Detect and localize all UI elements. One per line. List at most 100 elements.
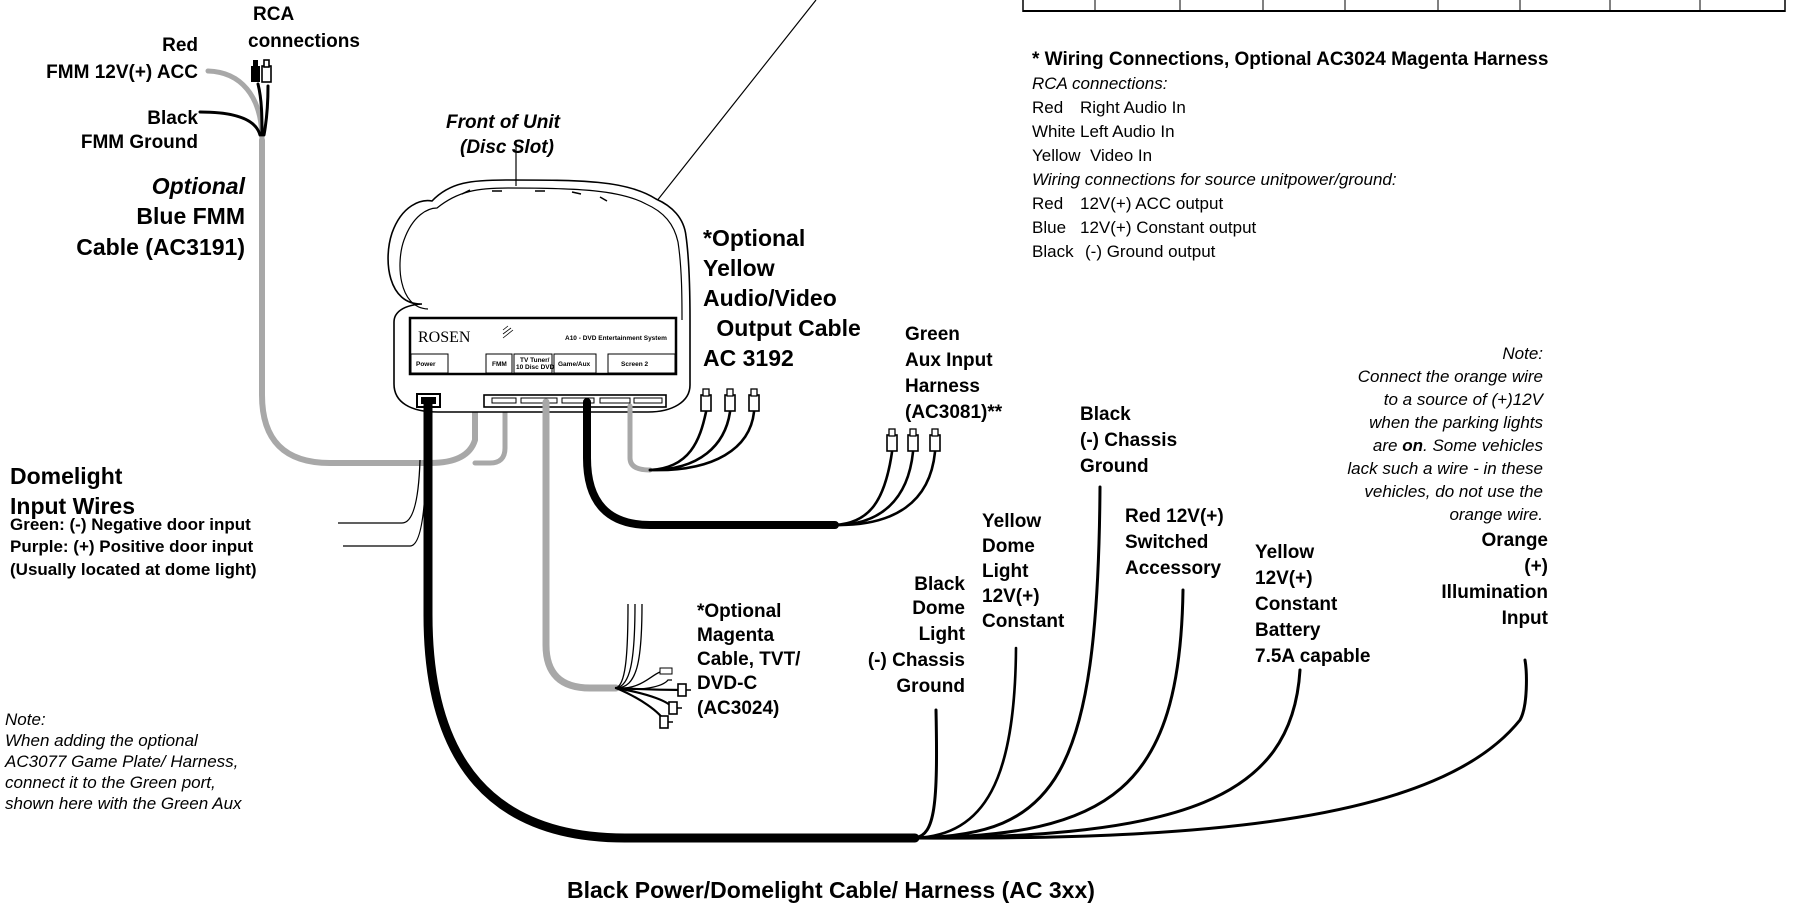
magenta-label-5: (AC3024) [697,698,779,719]
yellow-const-label-2: 12V(+) [1255,568,1313,589]
orange-label-4: Input [1502,608,1549,629]
orange-label-3: Illumination [1441,582,1548,603]
front-of-unit-label: Front of Unit [446,112,561,133]
port-screen-label: Screen 2 [621,361,648,368]
port-tv-label-2: 10 Disc DVD [516,364,555,371]
wiring-rca-desc: Video In [1090,146,1152,165]
yellow-const-label-5: 7.5A capable [1255,646,1370,667]
domelight-pointer-1 [338,459,421,524]
rca-plug-icon [251,59,272,83]
wiring-power-desc: 12V(+) ACC output [1080,194,1223,213]
wiring-rca-heading: RCA connections: [1032,74,1168,93]
wiring-power-color: Black [1032,242,1074,261]
port-screen [607,353,676,374]
black-dome-label-1: Black [914,574,965,595]
yellow-dome-label-5: Constant [982,611,1065,632]
rca-top-label-2: connections [248,31,360,52]
yellow-dome-label-3: Light [982,561,1029,582]
yellow-dome-label-4: 12V(+) [982,586,1040,607]
rca-top-label-1: RCA [253,4,294,25]
black-chassis-label-1: Black [1080,404,1131,425]
yellow-const-label-3: Constant [1255,594,1338,615]
disc-slot-label: (Disc Slot) [460,137,554,158]
right-note-pre: are [1373,436,1402,455]
green-aux-label-2: Aux Input [905,350,993,371]
head-unit [387,140,691,413]
domelight-pointer-2 [343,469,427,547]
wiring-box-title: * Wiring Connections, Optional AC3024 Ma… [1032,49,1548,70]
black-dome-label-4: (-) Chassis [868,650,965,671]
left-note-line: connect it to the Green port, [5,773,216,792]
wiring-power-desc: 12V(+) Constant output [1080,218,1257,237]
yellow-const-label-4: Battery [1255,620,1321,641]
green-aux-label-1: Green [905,324,960,345]
green-aux-label-3: Harness [905,376,980,397]
magenta-cable [542,398,691,729]
yellow-dome-label-1: Yellow [982,511,1041,532]
green-negative-label: Green: (-) Negative door input [10,515,251,534]
wiring-power-desc: (-) Ground output [1085,242,1216,261]
right-note-bold: on [1402,436,1423,455]
yellow-av-cable [627,388,760,473]
optional-yellow-label-1: *Optional [703,225,805,251]
right-note-title: Note: [1502,344,1543,363]
orange-label-2: (+) [1524,556,1548,577]
left-note-line: When adding the optional [5,731,199,750]
left-note-line: shown here with the Green Aux [5,794,242,813]
model-label: A10 - DVD Entertainment System [565,335,667,342]
magenta-label-1: *Optional [697,601,781,622]
wiring-rca-desc: Left Audio In [1080,122,1175,141]
black-dome-label-3: Light [919,624,966,645]
right-note-post: . Some vehicles [1423,436,1543,455]
black-dome-label-2: Dome [912,598,965,619]
optional-yellow-label-2: Yellow [703,255,775,281]
red-switched-label-3: Accessory [1125,558,1222,579]
black-label: Black [147,108,198,129]
wiring-rca-desc: Right Audio In [1080,98,1186,117]
brand-label: ROSEN [418,329,471,346]
table-fragment [1022,0,1786,12]
wiring-power-color: Blue [1032,218,1066,237]
right-note-line: when the parking lights [1369,413,1543,432]
domelight-label-1: Domelight [10,463,123,489]
fmm-ground-label: FMM Ground [81,132,198,153]
usually-label: (Usually located at dome light) [10,560,257,579]
magenta-label-3: Cable, TVT/ [697,649,801,670]
power-cable [423,397,1528,843]
brand-mark-icon [502,325,514,339]
orange-label-1: Orange [1481,530,1548,551]
bottom-cable-label: Black Power/Domelight Cable/ Harness (AC… [567,877,1095,903]
green-aux-harness [583,398,941,529]
right-note-line: lack such a wire - in these [1347,459,1543,478]
left-note-title: Note: [5,710,46,729]
red-label: Red [162,35,198,56]
left-note-line: AC3077 Game Plate/ Harness, [4,752,238,771]
blue-fmm-label: Blue FMM [136,203,245,229]
black-chassis-label-3: Ground [1080,456,1149,477]
port-power-label: Power [416,361,436,368]
yellow-const-label-1: Yellow [1255,542,1314,563]
right-note-line: Connect the orange wire [1358,367,1543,386]
port-tv-label-1: TV Tuner/ [520,357,550,364]
wiring-rca-color: White [1032,122,1075,141]
wiring-power-heading: Wiring connections for source unitpower/… [1032,170,1397,189]
wiring-rca-color: Red [1032,98,1063,117]
black-chassis-label-2: (-) Chassis [1080,430,1177,451]
port-fmm [485,353,513,374]
wiring-rca-color: Yellow [1032,146,1081,165]
optional-yellow-label-4: Output Cable [710,315,861,341]
port-power [410,353,449,374]
port-game-label: Game/Aux [558,361,591,368]
purple-positive-label: Purple: (+) Positive door input [10,537,254,556]
black-dome-label-5: Ground [896,676,965,697]
right-note-line: are on. Some vehicles [1373,436,1544,455]
red-switched-label-2: Switched [1125,532,1208,553]
fmm-acc-label: FMM 12V(+) ACC [46,62,198,83]
port-fmm-label: FMM [492,361,507,368]
right-note-line: orange wire. [1449,505,1543,524]
yellow-dome-label-2: Dome [982,536,1035,557]
domelight-label-2: Input Wires [10,493,135,519]
fmm-black-wires [198,82,270,137]
right-note-line: vehicles, do not use the [1364,482,1543,501]
